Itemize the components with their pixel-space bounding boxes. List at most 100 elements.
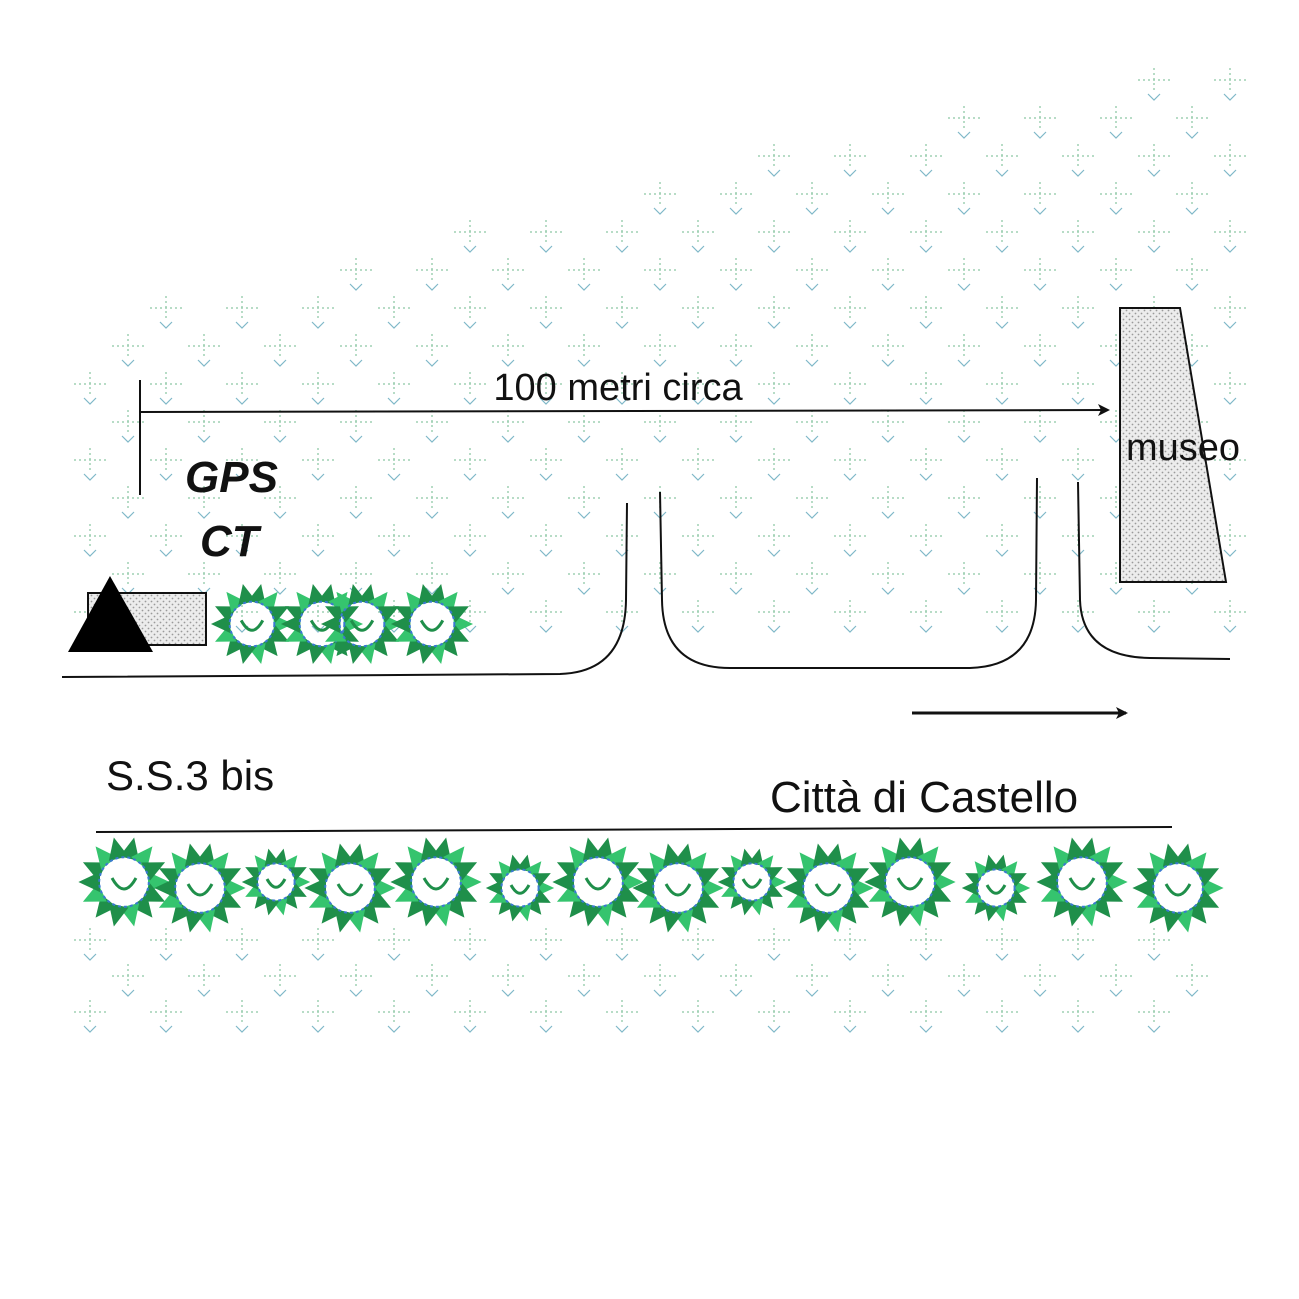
- grass-symbol: [758, 296, 790, 329]
- grass-symbol: [758, 372, 790, 405]
- grass-symbol: [720, 410, 752, 443]
- grass-symbol: [948, 486, 980, 519]
- grass-symbol: [226, 448, 258, 481]
- grass-symbol: [1024, 334, 1056, 367]
- grass-symbol: [1138, 144, 1170, 177]
- grass-symbol: [264, 334, 296, 367]
- bush-icon: [552, 837, 644, 927]
- bush-icon: [154, 843, 246, 933]
- grass-symbol: [1100, 258, 1132, 291]
- grass-symbol: [948, 410, 980, 443]
- bush-icon: [390, 837, 482, 927]
- grass-symbol: [454, 220, 486, 253]
- grass-symbol: [796, 410, 828, 443]
- grass-symbol: [910, 524, 942, 557]
- grass-symbol: [606, 372, 638, 405]
- grass-symbol: [872, 334, 904, 367]
- grass-symbol: [492, 562, 524, 595]
- grass-symbol: [720, 334, 752, 367]
- grass-symbol: [1176, 258, 1208, 291]
- grass-symbol: [1214, 144, 1246, 177]
- grass-symbol: [1214, 448, 1246, 481]
- bush-icon: [961, 854, 1031, 922]
- grass-symbol: [340, 964, 372, 997]
- grass-symbol: [340, 258, 372, 291]
- grass-symbol: [1138, 600, 1170, 633]
- grass-symbol: [986, 220, 1018, 253]
- grass-symbol: [1138, 1000, 1170, 1033]
- grass-symbol: [1062, 928, 1094, 961]
- grass-symbol: [112, 334, 144, 367]
- grass-symbol: [834, 524, 866, 557]
- bush-icon: [485, 854, 555, 922]
- grass-symbol: [226, 372, 258, 405]
- grass-symbol: [492, 334, 524, 367]
- grass-symbol: [416, 964, 448, 997]
- grass-symbol: [530, 1000, 562, 1033]
- museum-outline: [1119, 307, 1228, 583]
- grass-symbol: [74, 524, 106, 557]
- grass-symbol: [606, 448, 638, 481]
- grass-symbol: [948, 562, 980, 595]
- grass-symbol: [986, 448, 1018, 481]
- bush-icon: [304, 843, 396, 933]
- grass-symbol: [1214, 524, 1246, 557]
- grass-symbol: [150, 448, 182, 481]
- grass-symbol: [910, 144, 942, 177]
- grass-symbol: [150, 372, 182, 405]
- grass-symbol: [226, 928, 258, 961]
- grass-symbol: [454, 1000, 486, 1033]
- road-north-edge-west: [61, 502, 628, 678]
- grass-symbol: [454, 448, 486, 481]
- grass-symbol: [492, 486, 524, 519]
- grass-symbol: [682, 524, 714, 557]
- grass-symbol: [568, 258, 600, 291]
- grass-symbol: [910, 296, 942, 329]
- grass-symbol: [872, 182, 904, 215]
- road-network: [61, 477, 1231, 833]
- grass-symbol: [986, 600, 1018, 633]
- grass-symbol: [302, 928, 334, 961]
- grass-symbol: [986, 372, 1018, 405]
- grass-symbol: [1024, 258, 1056, 291]
- grass-symbol: [378, 372, 410, 405]
- grass-symbol: [416, 562, 448, 595]
- grass-symbol: [302, 1000, 334, 1033]
- grass-symbol: [1024, 182, 1056, 215]
- grass-symbol: [872, 258, 904, 291]
- grass-symbol: [454, 296, 486, 329]
- grass-symbol: [834, 144, 866, 177]
- grass-symbol: [720, 258, 752, 291]
- grass-symbol: [758, 144, 790, 177]
- grass-symbol: [1024, 410, 1056, 443]
- grass-symbol: [264, 410, 296, 443]
- grass-symbol: [872, 486, 904, 519]
- grass-symbol: [226, 1000, 258, 1033]
- grass-symbol: [1062, 600, 1094, 633]
- grass-symbol: [1062, 144, 1094, 177]
- grass-symbol: [454, 928, 486, 961]
- grass-symbol: [796, 486, 828, 519]
- grass-symbol: [112, 964, 144, 997]
- grass-symbol: [530, 372, 562, 405]
- grass-symbol: [568, 562, 600, 595]
- grass-symbol: [1100, 182, 1132, 215]
- grass-symbol: [644, 562, 676, 595]
- grass-symbol: [834, 372, 866, 405]
- museum-label: museo: [1126, 427, 1240, 469]
- road-north-edge-middle: [659, 477, 1038, 669]
- grass-symbol: [720, 964, 752, 997]
- grass-symbol: [568, 410, 600, 443]
- bush-icon: [632, 843, 724, 933]
- grass-symbol: [1100, 964, 1132, 997]
- grass-symbol: [150, 524, 182, 557]
- grass-symbol: [188, 562, 220, 595]
- grass-symbol: [454, 524, 486, 557]
- grass-symbol: [796, 258, 828, 291]
- grass-symbol: [682, 296, 714, 329]
- grass-symbol: [264, 964, 296, 997]
- grass-symbol: [720, 562, 752, 595]
- bush-icon: [864, 837, 956, 927]
- grass-symbol: [910, 928, 942, 961]
- grass-symbol: [226, 524, 258, 557]
